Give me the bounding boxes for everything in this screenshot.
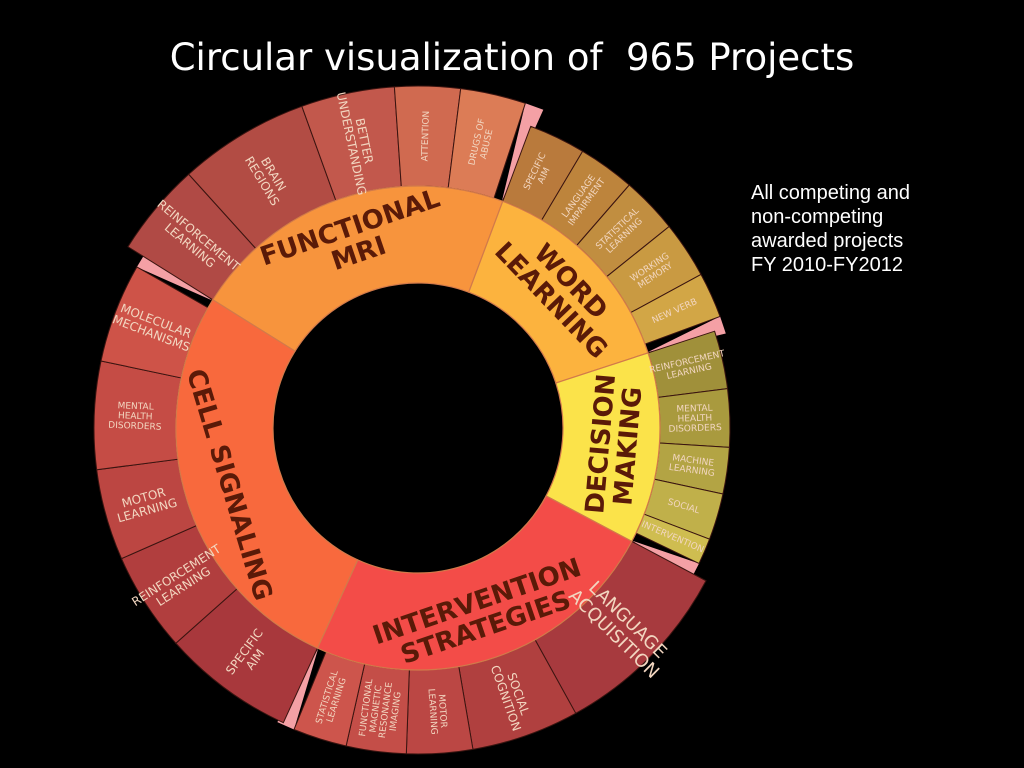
subtopic-label: MOTOR [436,694,448,728]
side-note-line: awarded projects [751,230,904,252]
subtopic-label: LEARNING [425,688,438,735]
group-segment-functional-mri [211,185,504,352]
inner-ring [175,185,661,671]
subtopic-label: DISORDERS [108,421,162,433]
outer-ring [93,85,731,755]
subtopic-label: HEALTH [677,414,712,425]
subtopic-label: HEALTH [118,411,153,422]
side-note: All competing and non-competing awarded … [751,181,981,277]
gap-connector [647,316,726,353]
side-note-line: All competing and [751,182,910,204]
subtopic-label: MENTAL [676,404,712,415]
slide-title: Circular visualization of 965 Projects [169,36,855,79]
subtopic-label: ATTENTION [420,111,431,162]
subtopic-label: DISORDERS [668,423,722,435]
side-note-line: FY 2010-FY2012 [751,254,903,276]
group-segment-cell-signaling [175,298,359,649]
group-segment-intervention-strategies [316,495,633,671]
subtopic-label: MENTAL [117,401,154,412]
side-note-line: non-competing [751,206,884,228]
